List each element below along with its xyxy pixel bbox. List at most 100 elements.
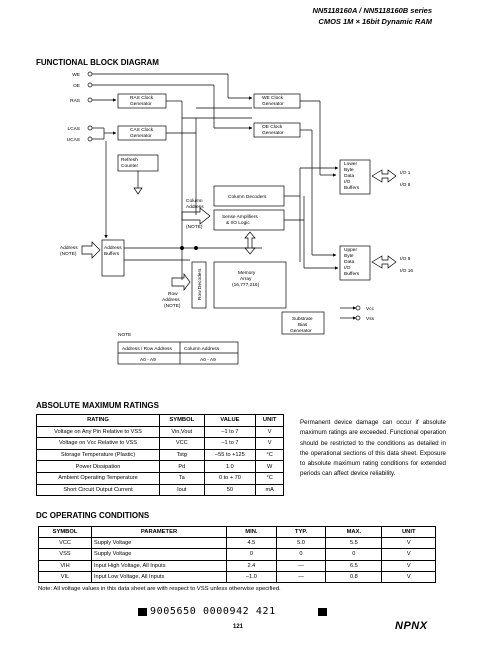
- cell: –1.0: [226, 571, 277, 583]
- barcode-block-right: [318, 608, 327, 616]
- barcode-block-left: [138, 608, 147, 616]
- cell: 50: [203, 483, 257, 497]
- sense-amps-label: Sense Amplifiers: [222, 214, 258, 220]
- note-table-header-1: Address / Row Address: [122, 346, 172, 352]
- cell: °C: [255, 471, 284, 485]
- pin-vcc: Vcc: [366, 306, 375, 312]
- cell: Voltage on Vcc Relative to VSS: [36, 437, 160, 450]
- cell: Power Dissipation: [36, 460, 160, 473]
- table-row: Storage Temperature (Plastic)Tstg–55 to …: [36, 448, 284, 462]
- row-address-1: Row: [168, 291, 178, 297]
- cell: –55 to +125: [203, 448, 257, 462]
- cell: VIL: [38, 571, 92, 583]
- sense-amps-label-2: & I/O Logic: [226, 220, 250, 226]
- memory-array-3: (16,777,216): [232, 282, 260, 288]
- pin-address-note: (NOTE): [60, 251, 77, 257]
- dc-note: Note: All voltage values in this data sh…: [38, 586, 281, 592]
- refresh-label: Refresh: [121, 157, 138, 163]
- cell: V: [255, 425, 284, 439]
- upper-buf-4: I/O: [344, 265, 351, 271]
- cell: Input Low Voltage, All Inputs: [91, 571, 227, 583]
- cell: Tstg: [159, 448, 205, 462]
- column-address-1: Column: [186, 198, 203, 204]
- cell: VIH: [38, 560, 92, 572]
- cell: Ta: [159, 471, 205, 485]
- part-number: NN5118160A / NN5118160B series: [312, 6, 432, 15]
- lower-buf-4: I/O: [344, 179, 351, 185]
- substrate-2: Bias: [298, 322, 308, 328]
- row-decoders-label: Row Decoders: [197, 268, 203, 300]
- pin-vss: Vss: [366, 316, 375, 322]
- cell: V: [381, 571, 436, 583]
- upper-buf-3: Data: [344, 259, 354, 265]
- cell: –1 to 7: [203, 437, 257, 450]
- pin-io9: I/O 9: [400, 256, 411, 262]
- cell: 0: [325, 548, 383, 561]
- cell: —: [276, 560, 327, 572]
- cell: Supply Voltage: [91, 548, 227, 561]
- cell: 1.0: [203, 460, 257, 473]
- pin-address: Address: [60, 245, 78, 251]
- cell: 4.5: [226, 537, 277, 550]
- refresh-label-2: Counter: [121, 163, 138, 169]
- ras-clock-label-2: Generator: [130, 101, 152, 107]
- cell: Input High Voltage, All Inputs: [91, 560, 227, 572]
- page-number: 121: [233, 624, 244, 630]
- note-table-header-2: Column Address: [184, 346, 220, 352]
- dc-table: SYMBOL PARAMETER MIN. TYP. MAX. UNIT VCC…: [38, 525, 436, 583]
- brand-logo: NPNX: [395, 620, 428, 632]
- cell: 0: [226, 548, 277, 561]
- substrate-3: Generator: [290, 328, 312, 334]
- block-diagram: WE OE RAS LCAS UCAS Address (NOTE) I/O 1…: [60, 71, 413, 365]
- upper-buf-1: Upper: [344, 247, 357, 253]
- cell: 5.0: [276, 537, 327, 550]
- lower-buf-2: Byte: [344, 167, 354, 173]
- upper-buf-5: Buffers: [344, 271, 360, 277]
- cell: V: [381, 560, 436, 572]
- header-symbol: SYMBOL: [159, 414, 205, 427]
- cell: 6.5: [325, 560, 383, 572]
- pin-io16: I/O 16: [400, 268, 413, 274]
- barcode-text: 9005650 0000942 421: [150, 606, 276, 617]
- abs-max-paragraph: Permanent device damage can occur if abs…: [300, 419, 446, 478]
- block-diagram-title: FUNCTIONAL BLOCK DIAGRAM: [36, 58, 159, 67]
- cas-clock-label-2: Generator: [130, 133, 152, 139]
- note-table-cell-2: A0 - A9: [200, 357, 216, 363]
- header-value: VALUE: [203, 414, 257, 427]
- abs-max-table: RATING SYMBOL VALUE UNIT Voltage on Any …: [36, 414, 284, 497]
- cell: VCC: [38, 537, 92, 550]
- note-table-cell-1: A0 - A9: [140, 357, 156, 363]
- table-header-row: SYMBOL PARAMETER MIN. TYP. MAX. UNIT: [38, 525, 436, 539]
- ras-clock-label: RAS Clock: [130, 95, 154, 101]
- header-max: MAX.: [325, 525, 383, 539]
- cell: Voltage on Any Pin Relative to VSS: [36, 425, 160, 439]
- dc-title: DC OPERATING CONDITIONS: [36, 511, 150, 520]
- column-decoders-label: Column Decoders: [228, 194, 267, 200]
- cell: Storage Temperature (Plastic): [36, 448, 160, 462]
- header-min: MIN.: [226, 525, 277, 539]
- memory-array-2: Array: [240, 276, 252, 282]
- cell: —: [276, 571, 327, 583]
- header-parameter: PARAMETER: [91, 525, 227, 539]
- substrate-1: Substrate: [292, 316, 313, 322]
- cell: Vin,Vout: [159, 425, 205, 439]
- cell: Iout: [159, 483, 205, 497]
- product-title: CMOS 1M × 16bit Dynamic RAM: [318, 17, 432, 26]
- cas-clock-label: CAS Clock: [130, 127, 154, 133]
- cell: °C: [255, 448, 284, 462]
- cell: mA: [255, 483, 284, 497]
- cell: 2.4: [226, 560, 277, 572]
- header-typ: TYP.: [276, 525, 327, 539]
- cell: VCC: [159, 437, 205, 450]
- we-clock-label: WE Clock: [262, 95, 284, 101]
- lower-buf-1: Lower: [344, 161, 357, 167]
- cell: Ambient Operating Temperature: [36, 471, 160, 485]
- header-unit: UNIT: [381, 525, 436, 539]
- pin-we: WE: [72, 72, 80, 78]
